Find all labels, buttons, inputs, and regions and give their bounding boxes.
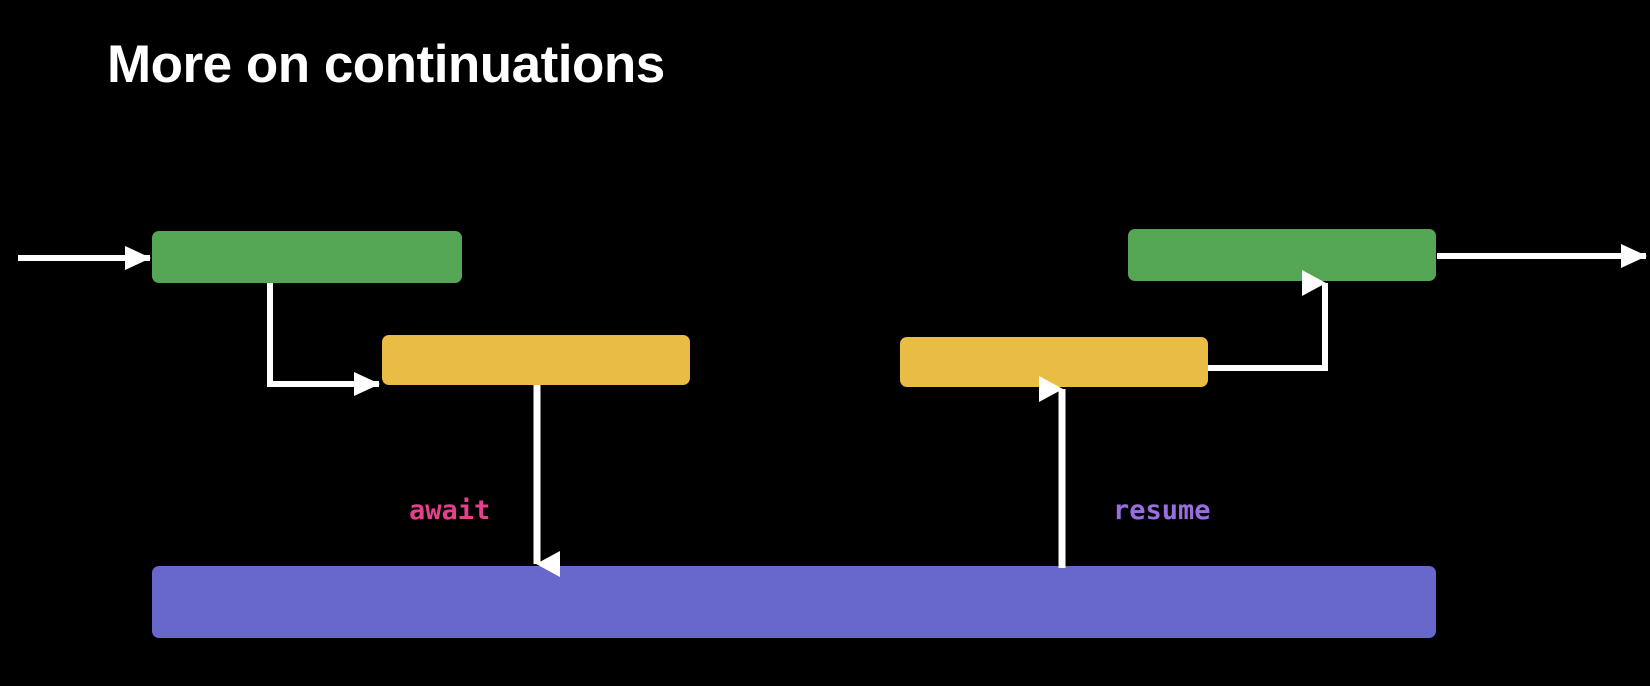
green-to-yellow-connector [267,283,380,396]
caller-frame-after [1128,229,1436,281]
await-label: await [409,495,491,526]
yellow-to-green-connector [1208,270,1328,371]
async-frame-before [382,335,690,385]
caller-frame-before [152,231,462,283]
async-frame-after [900,337,1208,387]
resume-label: resume [1113,495,1211,526]
page-title: More on continuations [107,35,665,94]
runtime-executor-bar [152,566,1436,638]
